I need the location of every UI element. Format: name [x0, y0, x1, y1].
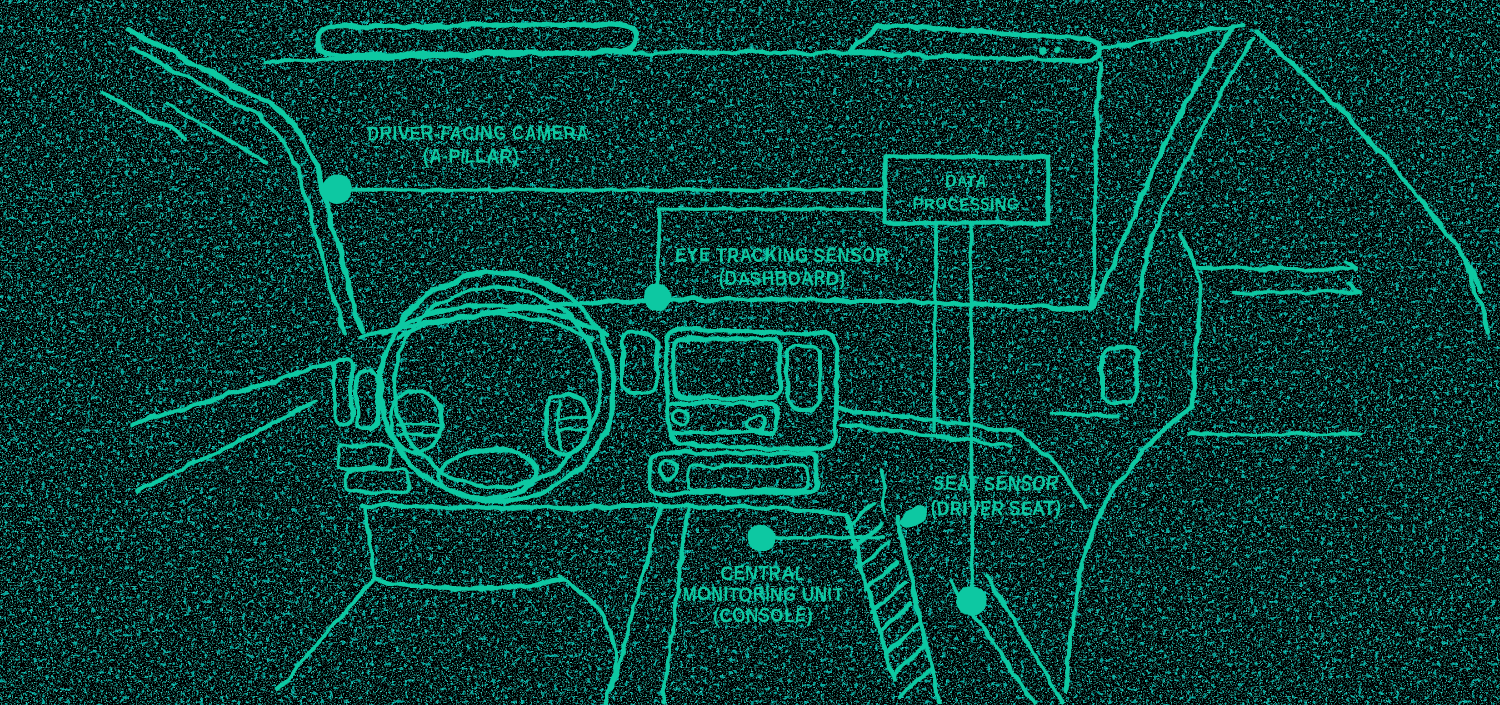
- dashboard-left-end: [332, 358, 410, 494]
- leader-eye-tracking: [655, 207, 886, 289]
- label-eye-tracking-line1: EYE TRACKING SENSOR: [676, 244, 889, 267]
- leader-central-monitoring: [774, 535, 886, 540]
- radio-knob: [671, 407, 691, 427]
- label-cmu-line3: (CONSOLE): [713, 604, 812, 627]
- instrument-cluster: [380, 303, 610, 341]
- label-central-monitoring-unit: CENTRAL MONITORING UNIT (CONSOLE): [683, 562, 844, 627]
- center-screen: [671, 336, 783, 401]
- lower-panel: [647, 450, 820, 496]
- radio-slot: [666, 401, 779, 435]
- driver-camera-dot: [322, 174, 352, 204]
- label-driver-camera-line2: (A-PILLAR): [424, 145, 519, 168]
- leader-dashboard: [932, 222, 938, 433]
- seat-sensor-dot: [957, 586, 987, 616]
- label-cmu-line1: CENTRAL: [721, 562, 805, 585]
- gear-lever: [900, 506, 928, 528]
- center-stack: [620, 327, 840, 496]
- panel-knob: [657, 459, 679, 481]
- leader-seat-sensor: [969, 222, 974, 601]
- label-data-processing-line2: PROCESSING: [913, 194, 1019, 214]
- annotation-layer: DRIVER-FACING CAMERA (A-PILLAR) EYE TRAC…: [322, 122, 1061, 627]
- label-seat-sensor-line2: (DRIVER SEAT): [931, 497, 1061, 520]
- data-processing-box: [882, 154, 1051, 226]
- passenger-seat-edge: [1063, 403, 1196, 696]
- right-door-lines: [1187, 260, 1491, 436]
- central-monitoring-dot: [747, 524, 775, 552]
- label-data-processing-line1: DATA: [945, 171, 987, 191]
- left-sun-visor: [315, 21, 639, 58]
- label-seat-sensor: SEAT SENSOR (DRIVER SEAT): [931, 472, 1061, 520]
- right-vent: [785, 345, 822, 411]
- car-interior-drawing: [101, 21, 1491, 705]
- label-seat-sensor-line1: SEAT SENSOR: [933, 472, 1058, 495]
- eye-tracking-dot: [643, 283, 671, 311]
- panel-slot: [686, 464, 810, 492]
- left-a-pillar: [101, 26, 364, 335]
- label-eye-tracking: EYE TRACKING SENSOR (DASHBOARD): [676, 244, 889, 290]
- horn-pad: [436, 447, 540, 501]
- radio-knob: [746, 412, 768, 434]
- right-a-pillar: [1090, 24, 1485, 408]
- right-dash-vent: [1100, 344, 1139, 405]
- steering-column: [276, 503, 690, 705]
- label-driver-camera: DRIVER-FACING CAMERA (A-PILLAR): [367, 122, 589, 168]
- label-data-processing: DATA PROCESSING: [913, 171, 1019, 214]
- label-driver-camera-line1: DRIVER-FACING CAMERA: [367, 122, 589, 145]
- labels: DRIVER-FACING CAMERA (A-PILLAR) EYE TRAC…: [367, 122, 1061, 627]
- label-cmu-line2: MONITORING UNIT: [683, 583, 844, 606]
- left-door-lines: [130, 360, 335, 494]
- left-vent: [620, 331, 659, 395]
- label-eye-tracking-line2: (DASHBOARD): [719, 267, 845, 290]
- right-sun-visor: [846, 22, 1103, 64]
- dashboard-edges: [360, 344, 1139, 516]
